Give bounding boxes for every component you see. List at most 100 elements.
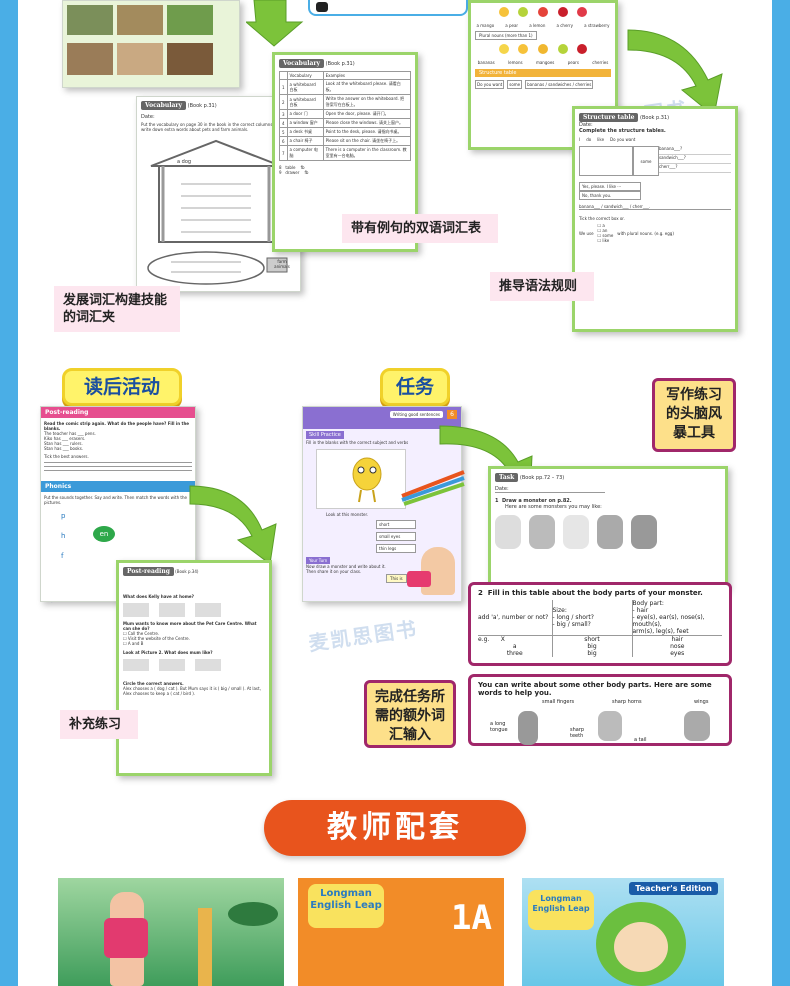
- structure-sheet: Structure table (Book p.31) Date: Comple…: [572, 106, 738, 332]
- pencils-icon: [401, 470, 465, 506]
- pill-task: 任务: [380, 368, 450, 406]
- structure-header: like: [597, 137, 605, 142]
- vocab-caption: a dog: [177, 159, 192, 165]
- fruit-q3: bananas / sandwiches / cherries: [525, 80, 594, 89]
- fruit-label: pears: [567, 60, 579, 65]
- table-row: e.g. X short hair: [478, 635, 684, 643]
- skill-num: 6: [447, 410, 457, 419]
- vocab-book-ref: (Book p.31): [187, 103, 217, 109]
- label-bilingual-table: 带有例句的双语词汇表: [342, 214, 498, 243]
- structure-header: Do you want: [610, 137, 636, 142]
- list-item: The teacher has ___ pens.: [44, 431, 96, 436]
- bilingual-header-examples: Examples: [322, 71, 412, 80]
- teachers-edition-badge: Teacher's Edition: [629, 882, 718, 895]
- supplement-circle: Circle the correct answers.: [123, 681, 184, 686]
- structure-yes: Yes, please. I like ···: [579, 182, 641, 191]
- callout-task-input: 完成任务所 需的额外词 汇输入: [364, 680, 456, 748]
- body-word: wings: [694, 699, 709, 705]
- table-box-title: Fill in this table about the body parts …: [487, 589, 703, 597]
- fruit-label: lemons: [508, 60, 523, 65]
- structure-book-ref: (Book p.31): [640, 115, 670, 121]
- oval-drawing: [147, 251, 288, 285]
- body-word: a long tongue: [490, 721, 508, 733]
- structure-header: I: [579, 137, 581, 142]
- list-item: 9 drawer fb: [279, 170, 309, 175]
- fruit-label: a mango: [476, 23, 495, 28]
- list-item: ☐ an: [597, 228, 608, 233]
- structure-instruction: Complete the structure tables.: [579, 128, 666, 134]
- list-item: Stan has ___ books.: [44, 446, 84, 451]
- body-word: small fingers: [542, 699, 575, 705]
- task-band: Task: [495, 473, 519, 482]
- phonics-question: Put the sounds together. Say and write. …: [44, 495, 187, 505]
- phonics-letter: h: [61, 532, 66, 540]
- giraffe-figure: [198, 908, 212, 986]
- skill-look: Look at this monster.: [326, 512, 369, 517]
- structure-header: do: [586, 137, 592, 142]
- body-parts-table-box: 2 Fill in this table about the body part…: [468, 582, 732, 666]
- supplement-story: Alex chooses a ( dog / cat ). But Mum sa…: [123, 686, 261, 696]
- fruit-q2: some: [507, 80, 523, 89]
- list-item: ☐ like: [597, 238, 610, 243]
- structure-tick: Tick the correct box or.: [579, 216, 625, 221]
- watermark: 麦凯思图书: [307, 616, 420, 656]
- vocab-date: Date:: [141, 114, 155, 120]
- fruit-label: a strawberry: [584, 23, 610, 28]
- task-book-ref: (Book pp.72 – 73): [519, 475, 565, 481]
- phonics-letter: p: [61, 512, 66, 520]
- bilingual-band: Vocabulary: [279, 59, 325, 68]
- skill-question: Fill in the blanks with the correct subj…: [306, 440, 409, 445]
- task-sheet: Task (Book pp.72 – 73) Date: 1 Draw a mo…: [488, 466, 728, 590]
- cover-teachers-edition: Teacher's Edition Longman English Leap: [522, 878, 724, 986]
- task-hint: Here are some monsters you may like:: [505, 504, 602, 510]
- fruit-label: cherries: [592, 60, 609, 65]
- book-level: 1A: [451, 898, 492, 938]
- monkey-face: [614, 922, 668, 972]
- skill-word: small eyes: [376, 532, 416, 541]
- vocab-bottom: farm animals: [274, 259, 290, 269]
- table-row: three big eyes: [478, 650, 722, 657]
- top-tag: [308, 0, 468, 16]
- list-item: ☐ some: [597, 233, 614, 238]
- label-grammar-rules: 推导语法规则: [490, 272, 594, 301]
- supplement-q6: What does Kelly have at home?: [123, 594, 194, 599]
- structure-band: Structure table: [579, 113, 639, 122]
- phonics-sound: en: [93, 526, 115, 542]
- list-item: Kiko has ___ erasers.: [44, 436, 86, 441]
- body-parts-table: add 'a', number or not? Size: - long / s…: [478, 600, 722, 657]
- fruit-label: a cherry: [556, 23, 573, 28]
- table-header: Size: - long / short? - big / small?: [552, 600, 633, 636]
- vocab-instruction: Put the vocabulary on page 30 in the boo…: [141, 122, 291, 132]
- table-row: a big nose: [478, 643, 722, 650]
- arrow-curve-icon: [189, 485, 277, 565]
- teacher-book-logo: Longman English Leap: [528, 890, 594, 930]
- vocab-band: Vocabulary: [141, 101, 187, 110]
- supplement-book-ref: (Book p.34): [175, 569, 199, 574]
- skill-draw: Now draw a monster and write about it. T…: [306, 564, 386, 574]
- table-box-number: 2: [478, 589, 483, 597]
- structure-cell: banana___?: [659, 146, 731, 155]
- skill-this-is: This is: [386, 574, 407, 583]
- arrow-down-icon: [246, 0, 304, 47]
- callout-writing-brainstorm: 写作练习 的头脑风 暴工具: [652, 378, 736, 452]
- skill-word: short: [376, 520, 416, 529]
- palm-figure: [228, 902, 278, 926]
- teacher-section-title: 教师配套: [264, 800, 526, 856]
- supplement-band: Post-reading: [123, 567, 174, 576]
- task-date: Date:: [495, 486, 605, 493]
- table-header: Body part: - hair - eye(s), ear(s), nose…: [632, 600, 722, 636]
- supplement-sheet: Post-reading (Book p.34) What does Kelly…: [116, 560, 272, 776]
- monster-row: [495, 515, 721, 549]
- structure-cell: sandwich___?: [659, 155, 731, 164]
- skill-your-turn: Your Turn: [306, 557, 331, 564]
- page-canvas: 麦凯思图书 麦凯思图书 麦凯思图书 麦凯思图书 麦凯思图书 麦凯思图书 Voca…: [18, 0, 772, 986]
- structure-some: some: [633, 146, 659, 176]
- list-item: Stan has ___ rulers.: [44, 441, 83, 446]
- list-item: ☐ Call the Centre.: [123, 631, 160, 636]
- child-shirt: [104, 918, 148, 958]
- skill-band: Skill Practice: [306, 431, 344, 439]
